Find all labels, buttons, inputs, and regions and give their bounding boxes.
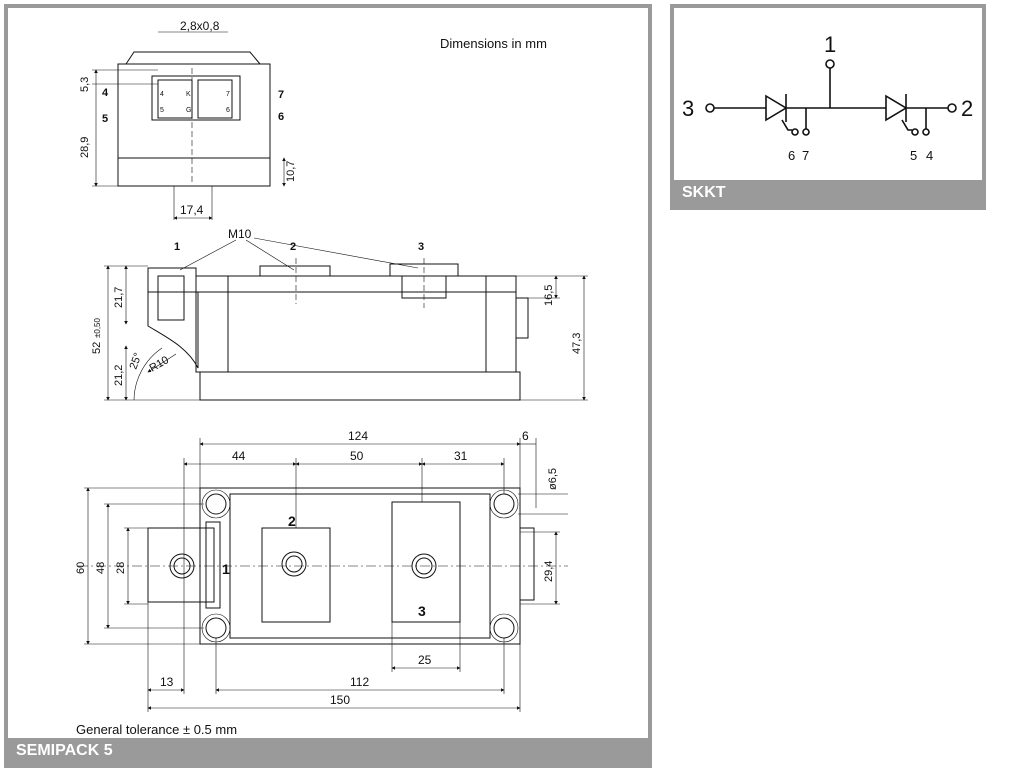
pin-label-4: 4	[102, 87, 109, 99]
plan-view	[78, 438, 568, 712]
terminal-2-node	[947, 103, 957, 113]
side-term-3: 3	[418, 241, 424, 253]
dim-21-2: 21,2	[113, 365, 125, 386]
conn-label-7: 7	[226, 91, 230, 98]
conn-label-k: K	[186, 91, 191, 98]
dim-52: 52	[91, 342, 103, 354]
terminal-1-label: 1	[824, 32, 836, 57]
dim-60: 60	[75, 562, 87, 574]
dim-21-7: 21,7	[113, 287, 125, 308]
thyristor-left	[765, 94, 810, 136]
circuit-caption: SKKT	[674, 180, 982, 206]
terminal-1-node	[825, 59, 835, 69]
pin-label-7: 7	[278, 89, 284, 101]
gate-7-label: 7	[802, 148, 809, 163]
semipack-caption: SEMIPACK 5	[8, 738, 648, 764]
terminal-3-node	[705, 103, 715, 113]
dim-50: 50	[350, 449, 364, 463]
dim-47-3: 47,3	[571, 333, 583, 354]
gate-6-label: 6	[788, 148, 795, 163]
dim-5-3: 5,3	[79, 77, 91, 92]
dim-16-5: 16,5	[543, 285, 555, 306]
pin-label-6: 6	[278, 111, 284, 123]
pin-width-dim: 2,8x0,8	[180, 19, 220, 33]
side-term-2: 2	[290, 241, 296, 253]
dim-29-4: 29,4	[543, 561, 555, 582]
dim-44: 44	[232, 449, 246, 463]
dim-hole: ø6,5	[547, 468, 559, 490]
dim-150: 150	[330, 693, 350, 707]
dim-112: 112	[350, 675, 369, 689]
gate-4-label: 4	[926, 148, 933, 163]
plan-term-2: 2	[288, 513, 296, 529]
tolerance-note: General tolerance ± 0.5 mm	[76, 722, 237, 737]
dim-31: 31	[454, 449, 468, 463]
circuit-schematic: 1 3 2 6 7 5 4	[682, 32, 973, 163]
dim-6: 6	[522, 429, 529, 443]
conn-label-5: 5	[160, 107, 164, 114]
top-view	[92, 31, 286, 220]
circuit-panel: 1 3 2 6 7 5 4 SKKT	[670, 4, 986, 210]
plan-term-3: 3	[418, 603, 426, 619]
conn-label-4: 4	[160, 91, 164, 98]
dim-28: 28	[115, 562, 127, 574]
dim-28-9: 28,9	[79, 137, 91, 158]
conn-label-g: G	[186, 107, 191, 114]
thyristor-right	[885, 94, 930, 136]
dim-25: 25	[418, 653, 432, 667]
dim-10-7: 10,7	[285, 161, 297, 182]
gate-5-label: 5	[910, 148, 917, 163]
dimension-drawing: Dimensions in mm 2,8x0,8 5,3 28,9 10,7 1…	[75, 19, 588, 737]
dim-52-tolerance: ±0,50	[93, 317, 102, 338]
semipack-drawing-panel: Dimensions in mm 2,8x0,8 5,3 28,9 10,7 1…	[4, 4, 652, 768]
dim-13: 13	[160, 675, 174, 689]
terminal-3-label: 3	[682, 96, 694, 121]
dim-124: 124	[348, 429, 368, 443]
side-term-1: 1	[174, 241, 180, 253]
thread-label: M10	[228, 227, 252, 241]
terminal-2-label: 2	[961, 96, 973, 121]
side-view	[104, 237, 588, 401]
dim-48: 48	[95, 562, 107, 574]
conn-label-6: 6	[226, 107, 230, 114]
plan-term-1: 1	[222, 561, 230, 577]
pin-label-5: 5	[102, 113, 108, 125]
angle-label: 25°	[128, 351, 145, 371]
dim-17-4: 17,4	[180, 203, 204, 217]
units-note: Dimensions in mm	[440, 36, 547, 51]
